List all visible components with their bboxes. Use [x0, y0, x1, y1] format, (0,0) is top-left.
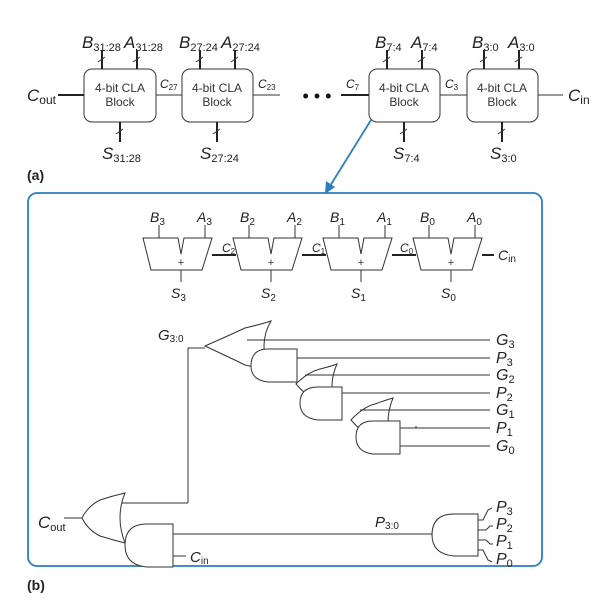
generate-logic	[203, 320, 401, 455]
plus-sign: +	[268, 257, 274, 269]
block-label: 4-bit CLA	[477, 81, 527, 95]
p-input-label-0: P0	[496, 551, 513, 570]
plus-sign: +	[178, 257, 184, 269]
caption-a: (a)	[27, 167, 44, 183]
plus-sign: +	[358, 257, 364, 269]
sum-label: S3	[171, 285, 186, 304]
s-label: S31:28	[102, 144, 141, 165]
c1-label: C1	[312, 241, 326, 256]
p-input-label-3: P3	[496, 499, 513, 518]
b-input-label: B0	[420, 209, 435, 228]
c23-label: C23	[258, 77, 276, 92]
b-label: B27:24	[179, 33, 218, 54]
a-label: A7:4	[410, 33, 438, 54]
input-label-g1: G1	[496, 402, 515, 421]
b-input-label: B1	[330, 209, 345, 228]
g30-label: G3:0	[158, 327, 184, 345]
s-label: S3:0	[490, 144, 517, 165]
cla-block-27-24: 4-bit CLA Block B27:24 A27:24 S27:24	[179, 33, 260, 165]
b-label: B3:0	[472, 33, 499, 54]
a-input-label: A0	[466, 209, 482, 228]
input-label-g3: G3	[496, 332, 515, 351]
cla-block-31-28: 4-bit CLA Block B31:28 A31:28 S31:28	[82, 33, 163, 165]
input-label-g0: G0	[496, 438, 515, 457]
plus-sign: +	[448, 257, 454, 269]
p-input-label-2: P2	[496, 516, 513, 535]
generate-wires	[120, 339, 490, 504]
part-a: Cout 4-bit CLA Block B31:28 A31:28 S31:2…	[27, 33, 590, 183]
b-label: B7:4	[375, 33, 402, 54]
cin-b-label: Cin	[190, 549, 209, 567]
p-input-label-1: P1	[496, 533, 513, 552]
input-label-p2: P2	[496, 385, 513, 404]
s-label: S7:4	[393, 144, 420, 165]
zoom-arrow	[325, 119, 372, 194]
a-input-label: A1	[376, 209, 392, 228]
block-label: 4-bit CLA	[95, 81, 145, 95]
s-label: S27:24	[200, 144, 239, 165]
sum-label: S1	[351, 285, 366, 304]
block-label: Block	[389, 95, 419, 109]
block-label: 4-bit CLA	[379, 81, 429, 95]
a-input-label: A2	[286, 209, 302, 228]
cout-logic	[64, 492, 493, 568]
detail-box	[27, 192, 543, 567]
cla-block-3-0: 4-bit CLA Block B3:0 A3:0 S3:0	[466, 33, 539, 165]
a-input-label: A3	[196, 209, 212, 228]
a-label: A31:28	[123, 33, 163, 54]
caption-b: (b)	[27, 577, 45, 593]
c7-label: C7	[346, 77, 360, 92]
adder-cin-label: Cin	[498, 247, 516, 265]
a-label: A27:24	[220, 33, 260, 54]
cout-b-label: Cout	[38, 513, 66, 534]
c2-label: C2	[222, 241, 236, 256]
sum-label: S0	[441, 285, 456, 304]
block-label: 4-bit CLA	[192, 81, 242, 95]
sum-label: S2	[261, 285, 276, 304]
b-input-label: B3	[150, 209, 165, 228]
block-label: Block	[202, 95, 232, 109]
b-input-label: B2	[240, 209, 255, 228]
c27-label: C27	[160, 77, 178, 92]
cout-label: Cout	[27, 86, 57, 107]
block-label: Block	[487, 95, 517, 109]
cla-block-7-4: 4-bit CLA Block B7:4 A7:4 S7:4	[368, 33, 441, 165]
cin-label: Cin	[568, 86, 590, 107]
input-label-p1: P1	[496, 420, 513, 439]
ellipsis: • • •	[303, 86, 332, 106]
a-label: A3:0	[507, 33, 535, 54]
block-label: Block	[105, 95, 135, 109]
b-label: B31:28	[82, 33, 121, 54]
input-label-p3: P3	[496, 350, 513, 369]
c0-label: C0	[400, 241, 414, 256]
c3-label: C3	[445, 77, 459, 92]
input-label-g2: G2	[496, 367, 515, 386]
p30-label: P3:0	[375, 514, 399, 532]
